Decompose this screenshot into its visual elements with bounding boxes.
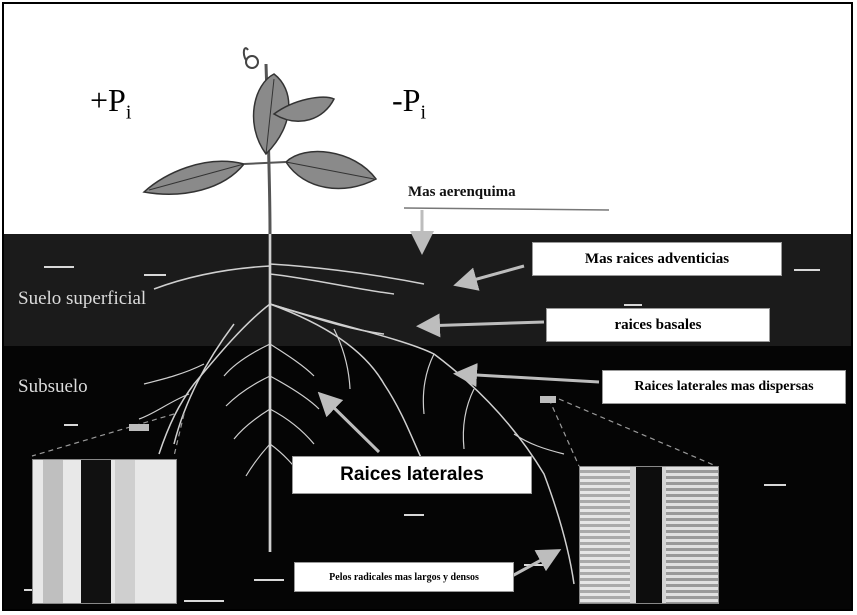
arrow-basal (422, 322, 544, 326)
aerenchyma-underline (404, 208, 609, 210)
adventitious-roots (154, 264, 424, 294)
arrow-adventitious (459, 266, 524, 284)
callout-aerenchyma: Mas aerenquima (408, 184, 516, 201)
topsoil-label: Suelo superficial (18, 288, 146, 310)
arrow-lateral-dispersed (459, 374, 599, 382)
leaf-icon (286, 152, 376, 189)
root-hair-micrograph-minus-pi (579, 466, 719, 604)
plus-pi-label: +Pi (90, 82, 131, 124)
callout-lateral-roots: Raices laterales (292, 456, 532, 494)
basal-roots (159, 304, 574, 584)
callout-adventitious-roots: Mas raices adventicias (532, 242, 782, 276)
zoom-marker (129, 424, 149, 431)
leaf-icon (144, 161, 244, 194)
callout-lateral-dispersed: Raices laterales mas dispersas (602, 370, 846, 404)
callout-root-hairs: Pelos radicales mas largos y densos (294, 562, 514, 592)
arrow-lateral (322, 396, 379, 452)
minus-pi-label: -Pi (392, 82, 426, 124)
arrow-root-hairs (512, 552, 556, 576)
zoom-marker (540, 396, 556, 403)
flower-bud-icon (244, 48, 258, 68)
subsoil-label: Subsuelo (18, 376, 88, 398)
callout-basal-roots: raices basales (546, 308, 770, 342)
root-hair-micrograph-plus-pi (32, 459, 177, 604)
lateral-roots (139, 329, 564, 476)
